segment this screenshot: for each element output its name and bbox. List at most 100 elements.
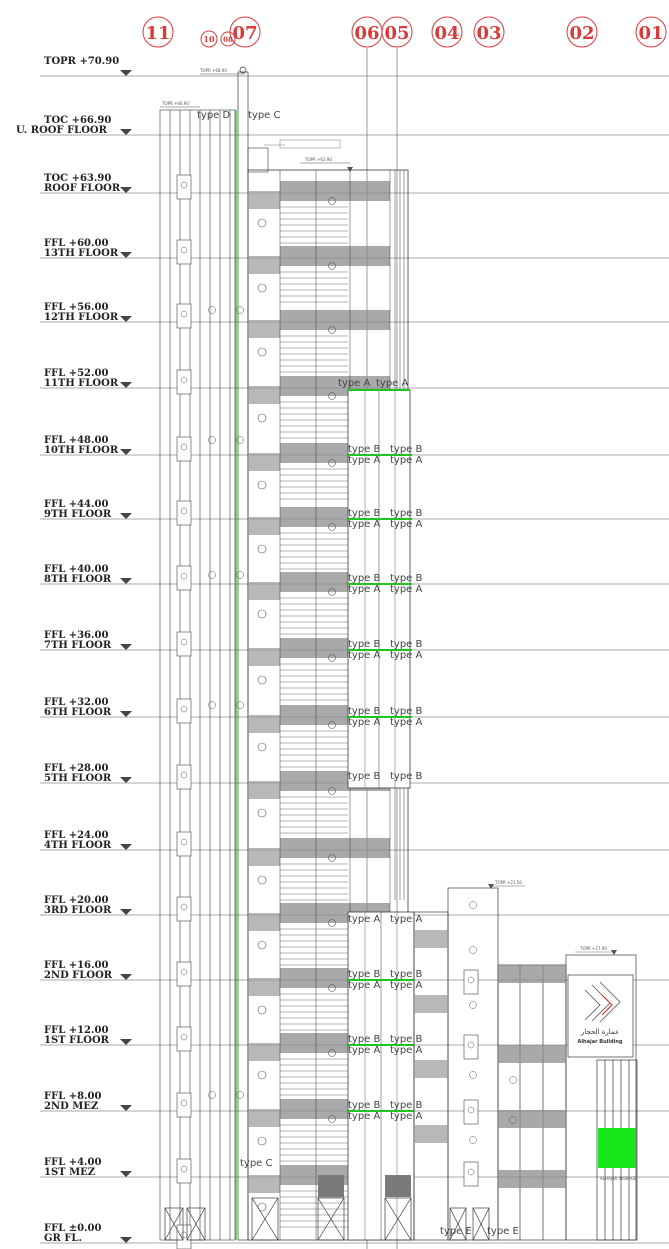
type-a-label: type A: [390, 519, 423, 530]
window-symbol: [180, 246, 188, 254]
level-elevation: FFL +8.00: [44, 1091, 101, 1102]
window-symbol: [180, 705, 188, 713]
type-a-label: type A: [390, 1111, 423, 1122]
spandrel-band: [248, 1175, 280, 1193]
building-signboard: عمارة الحجار Alhajar Building: [567, 974, 634, 1058]
level-marker: [120, 252, 132, 258]
type-a-label: type A: [390, 980, 423, 991]
grid-bubble-label: 07: [232, 23, 257, 44]
window-symbol: [257, 1136, 267, 1146]
level-name: 3RD FLOOR: [44, 905, 112, 916]
window-symbol: [257, 413, 267, 423]
window-symbol: [467, 1106, 475, 1114]
window-symbol: [180, 310, 188, 318]
type-e-label: type E: [487, 1226, 519, 1237]
level-marker: [120, 1237, 132, 1243]
type-a-label: type A: [390, 1045, 423, 1056]
spandrel-band: [498, 1045, 566, 1063]
window-symbol: [328, 919, 336, 927]
level-marker: [120, 70, 132, 76]
type-a-label: type A: [348, 455, 381, 466]
level-name: 2ND FLOOR: [44, 970, 113, 981]
spandrel-band: [248, 848, 280, 866]
type-a-label: type A: [390, 584, 423, 595]
level-elevation: TOPR +70.90: [44, 56, 119, 67]
window-symbol: [328, 523, 336, 531]
level-name: 10TH FLOOR: [44, 445, 119, 456]
window-symbol: [257, 609, 267, 619]
level-name: 5TH FLOOR: [44, 773, 112, 784]
strip-window: [176, 631, 192, 657]
type-b-label: type B: [348, 639, 381, 650]
type-a-label: type A: [348, 914, 381, 925]
window-symbol: [467, 976, 475, 984]
level-marker: [120, 909, 132, 915]
spandrel-band: [280, 838, 390, 858]
spandrel-band: [414, 1125, 448, 1143]
level-elevation: FFL +44.00: [44, 499, 108, 510]
level-name: 1ST MEZ: [44, 1167, 95, 1178]
window-symbol: [180, 903, 188, 911]
topr-annotation: TOPR +17.00: [579, 946, 607, 951]
strip-window: [176, 239, 192, 265]
level-elevation: FFL +52.00: [44, 368, 108, 379]
window-symbol: [328, 1115, 336, 1123]
level-name: 9TH FLOOR: [44, 509, 112, 520]
spandrel-band: [498, 1170, 566, 1188]
level-elevation: TOC +63.90: [44, 173, 111, 184]
grid-bubble-11: 11: [142, 16, 174, 48]
grid-bubble-07: 07: [229, 16, 261, 48]
window-symbol: [467, 1168, 475, 1176]
type-a-label: type A: [390, 717, 423, 728]
grid-bubble-03: 03: [473, 16, 505, 48]
window-symbol: [469, 1001, 477, 1009]
level-name: 2ND MEZ: [44, 1101, 98, 1112]
window-symbol: [328, 654, 336, 662]
type-a-label: type A: [376, 378, 409, 389]
type-b-label: type B: [390, 444, 423, 455]
strip-window: [176, 500, 192, 526]
type-a-label: type A: [338, 378, 371, 389]
type-a-label: type A: [348, 584, 381, 595]
window-symbol: [469, 901, 477, 909]
level-marker: [120, 974, 132, 980]
spandrel-band: [248, 648, 280, 666]
level-elevation: FFL +60.00: [44, 238, 108, 249]
spandrel-band: [414, 995, 448, 1013]
level-elevation: FFL +28.00: [44, 763, 108, 774]
window-symbol: [509, 1076, 517, 1084]
low-rise-window: [463, 1161, 479, 1187]
spandrel-band: [248, 320, 280, 338]
window-symbol: [257, 283, 267, 293]
right-wing-annotation: TOPR +17.00: [575, 946, 617, 955]
grid-bubble-label: 06: [354, 23, 379, 44]
level-name: U. ROOF FLOOR: [16, 125, 108, 136]
level-name: 4TH FLOOR: [44, 840, 112, 851]
grid-bubble-08: 08: [220, 31, 236, 47]
window-symbol: [208, 701, 216, 709]
level-marker: [120, 449, 132, 455]
level-name: 11TH FLOOR: [44, 378, 119, 389]
type-b-label: type B: [390, 573, 423, 584]
level-marker: [120, 1105, 132, 1111]
spandrel-band: [414, 1060, 448, 1078]
level-marker: [120, 1171, 132, 1177]
type-a-label: type A: [348, 1045, 381, 1056]
window-symbol: [257, 218, 267, 228]
roof-annotations: TOPR +68.90 TOPR +66.90 TOPR +62.90: [160, 68, 353, 172]
spandrel-band: [414, 930, 448, 948]
level-marker: [120, 644, 132, 650]
level-marker: [120, 513, 132, 519]
level-elevation: TOC +66.90: [44, 115, 111, 126]
window-symbol: [328, 197, 336, 205]
level-name: 12TH FLOOR: [44, 312, 119, 323]
window-symbol: [257, 675, 267, 685]
window-symbol: [180, 507, 188, 515]
